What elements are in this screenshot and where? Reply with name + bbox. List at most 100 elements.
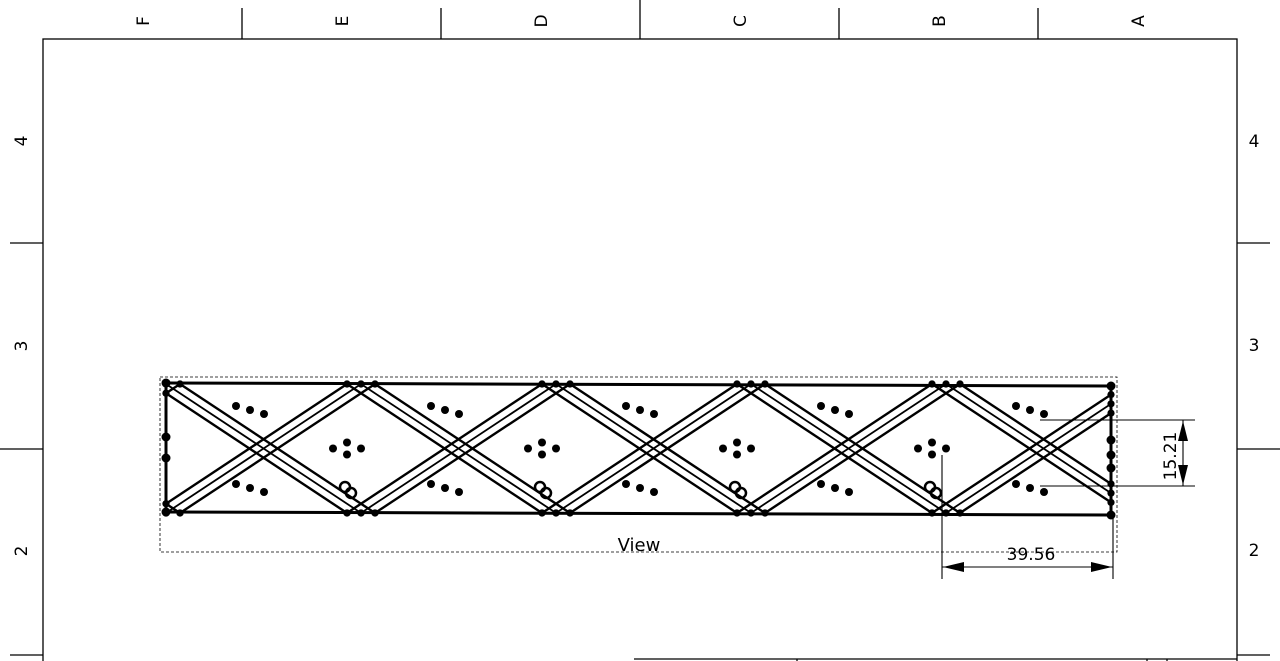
lattice-node (455, 488, 463, 496)
lattice-node (232, 402, 240, 410)
lattice-node (928, 450, 936, 459)
lattice-node (1106, 463, 1116, 473)
horizontal-dimension[interactable] (941, 455, 1114, 579)
lattice-node (928, 509, 936, 517)
lattice-node (552, 380, 560, 388)
column-label-c: C (731, 15, 751, 27)
lattice-node (747, 509, 755, 517)
lattice-node (622, 402, 630, 410)
lattice-node (232, 480, 240, 488)
lattice-nodes (161, 378, 1116, 520)
lattice-node (747, 444, 755, 453)
lattice-node (650, 410, 658, 418)
lattice-node (956, 380, 964, 388)
lattice-node (441, 484, 449, 492)
lattice-node (260, 488, 268, 496)
lattice-node (161, 507, 171, 517)
lattice-node (636, 484, 644, 492)
lattice-node (1106, 435, 1116, 445)
lattice-node (622, 480, 630, 488)
lattice-node (928, 380, 936, 388)
lattice-node (538, 509, 546, 517)
mounting-hole (533, 480, 553, 500)
view-label: View (618, 535, 661, 556)
lattice-node (733, 438, 741, 447)
row-labels-right: 4 3 2 (1249, 132, 1260, 561)
lattice-node (761, 380, 769, 388)
lattice-node (1107, 409, 1115, 417)
lattice-strand (374, 382, 571, 515)
lattice-strand (179, 382, 376, 515)
mounting-holes (338, 480, 943, 500)
lattice-node (538, 450, 546, 459)
lattice-node (343, 509, 351, 517)
view-bounding-box[interactable] (159, 376, 1118, 553)
lattice-node (357, 444, 365, 453)
lattice-node (1107, 489, 1115, 497)
lattice-node (733, 380, 741, 388)
column-label-d: D (532, 14, 552, 27)
vertical-dimension-text: 15.21 (1161, 432, 1181, 481)
lattice-node (831, 484, 839, 492)
lattice-node (1040, 488, 1048, 496)
column-label-e: E (333, 16, 353, 27)
row-label-right-4: 4 (1249, 132, 1260, 152)
lattice-node (343, 450, 351, 459)
mounting-hole (923, 480, 943, 500)
lattice-node (162, 389, 170, 397)
lattice-node (455, 410, 463, 418)
lattice-strands (165, 382, 1112, 515)
lattice-node (246, 406, 254, 414)
lattice-strand (750, 383, 947, 514)
lattice-node (343, 438, 351, 447)
vertical-dimension[interactable] (1040, 419, 1195, 487)
lattice-node (161, 378, 171, 388)
lattice-strand (360, 383, 557, 514)
lattice-strand (165, 383, 362, 514)
lattice-node (942, 509, 950, 517)
column-label-f: F (134, 16, 154, 26)
lattice-node (566, 509, 574, 517)
lattice-node (1040, 410, 1048, 418)
lattice-node (161, 432, 171, 442)
lattice-strand (959, 412, 1112, 515)
lattice-node (538, 438, 546, 447)
lattice-node (650, 488, 658, 496)
lattice-node (357, 380, 365, 388)
lattice-node (817, 402, 825, 410)
lattice-node (427, 402, 435, 410)
lattice-node (942, 444, 950, 453)
lattice-strand (959, 382, 1112, 485)
lattice-strand (569, 382, 766, 515)
lattice-node (329, 444, 337, 453)
lattice-node (427, 480, 435, 488)
lattice-node (1107, 498, 1115, 507)
row-label-right-2: 2 (1249, 541, 1260, 561)
lattice-node (538, 380, 546, 388)
lattice-strand (555, 383, 752, 514)
lattice-node (552, 509, 560, 517)
lattice-node (956, 509, 964, 517)
row-labels-left: 4 3 2 (12, 136, 32, 557)
lattice-node (552, 444, 560, 453)
lattice-node (246, 484, 254, 492)
lattice-node (719, 444, 727, 453)
column-labels: F E D C B A (134, 14, 1149, 27)
row-label-left-4: 4 (12, 136, 32, 147)
lattice-node (942, 380, 950, 388)
lattice-node (1107, 400, 1115, 408)
lattice-node (1012, 402, 1020, 410)
lattice-node (1026, 484, 1034, 492)
lattice-node (441, 406, 449, 414)
lattice-node (845, 410, 853, 418)
lattice-node (733, 450, 741, 459)
lattice-strand (764, 382, 961, 515)
lattice-node (1106, 450, 1116, 460)
column-label-b: B (930, 15, 950, 27)
lattice-node (566, 380, 574, 388)
lattice-node (176, 380, 184, 388)
lattice-node (260, 410, 268, 418)
lattice-node (371, 509, 379, 517)
lattice-node (914, 444, 922, 453)
